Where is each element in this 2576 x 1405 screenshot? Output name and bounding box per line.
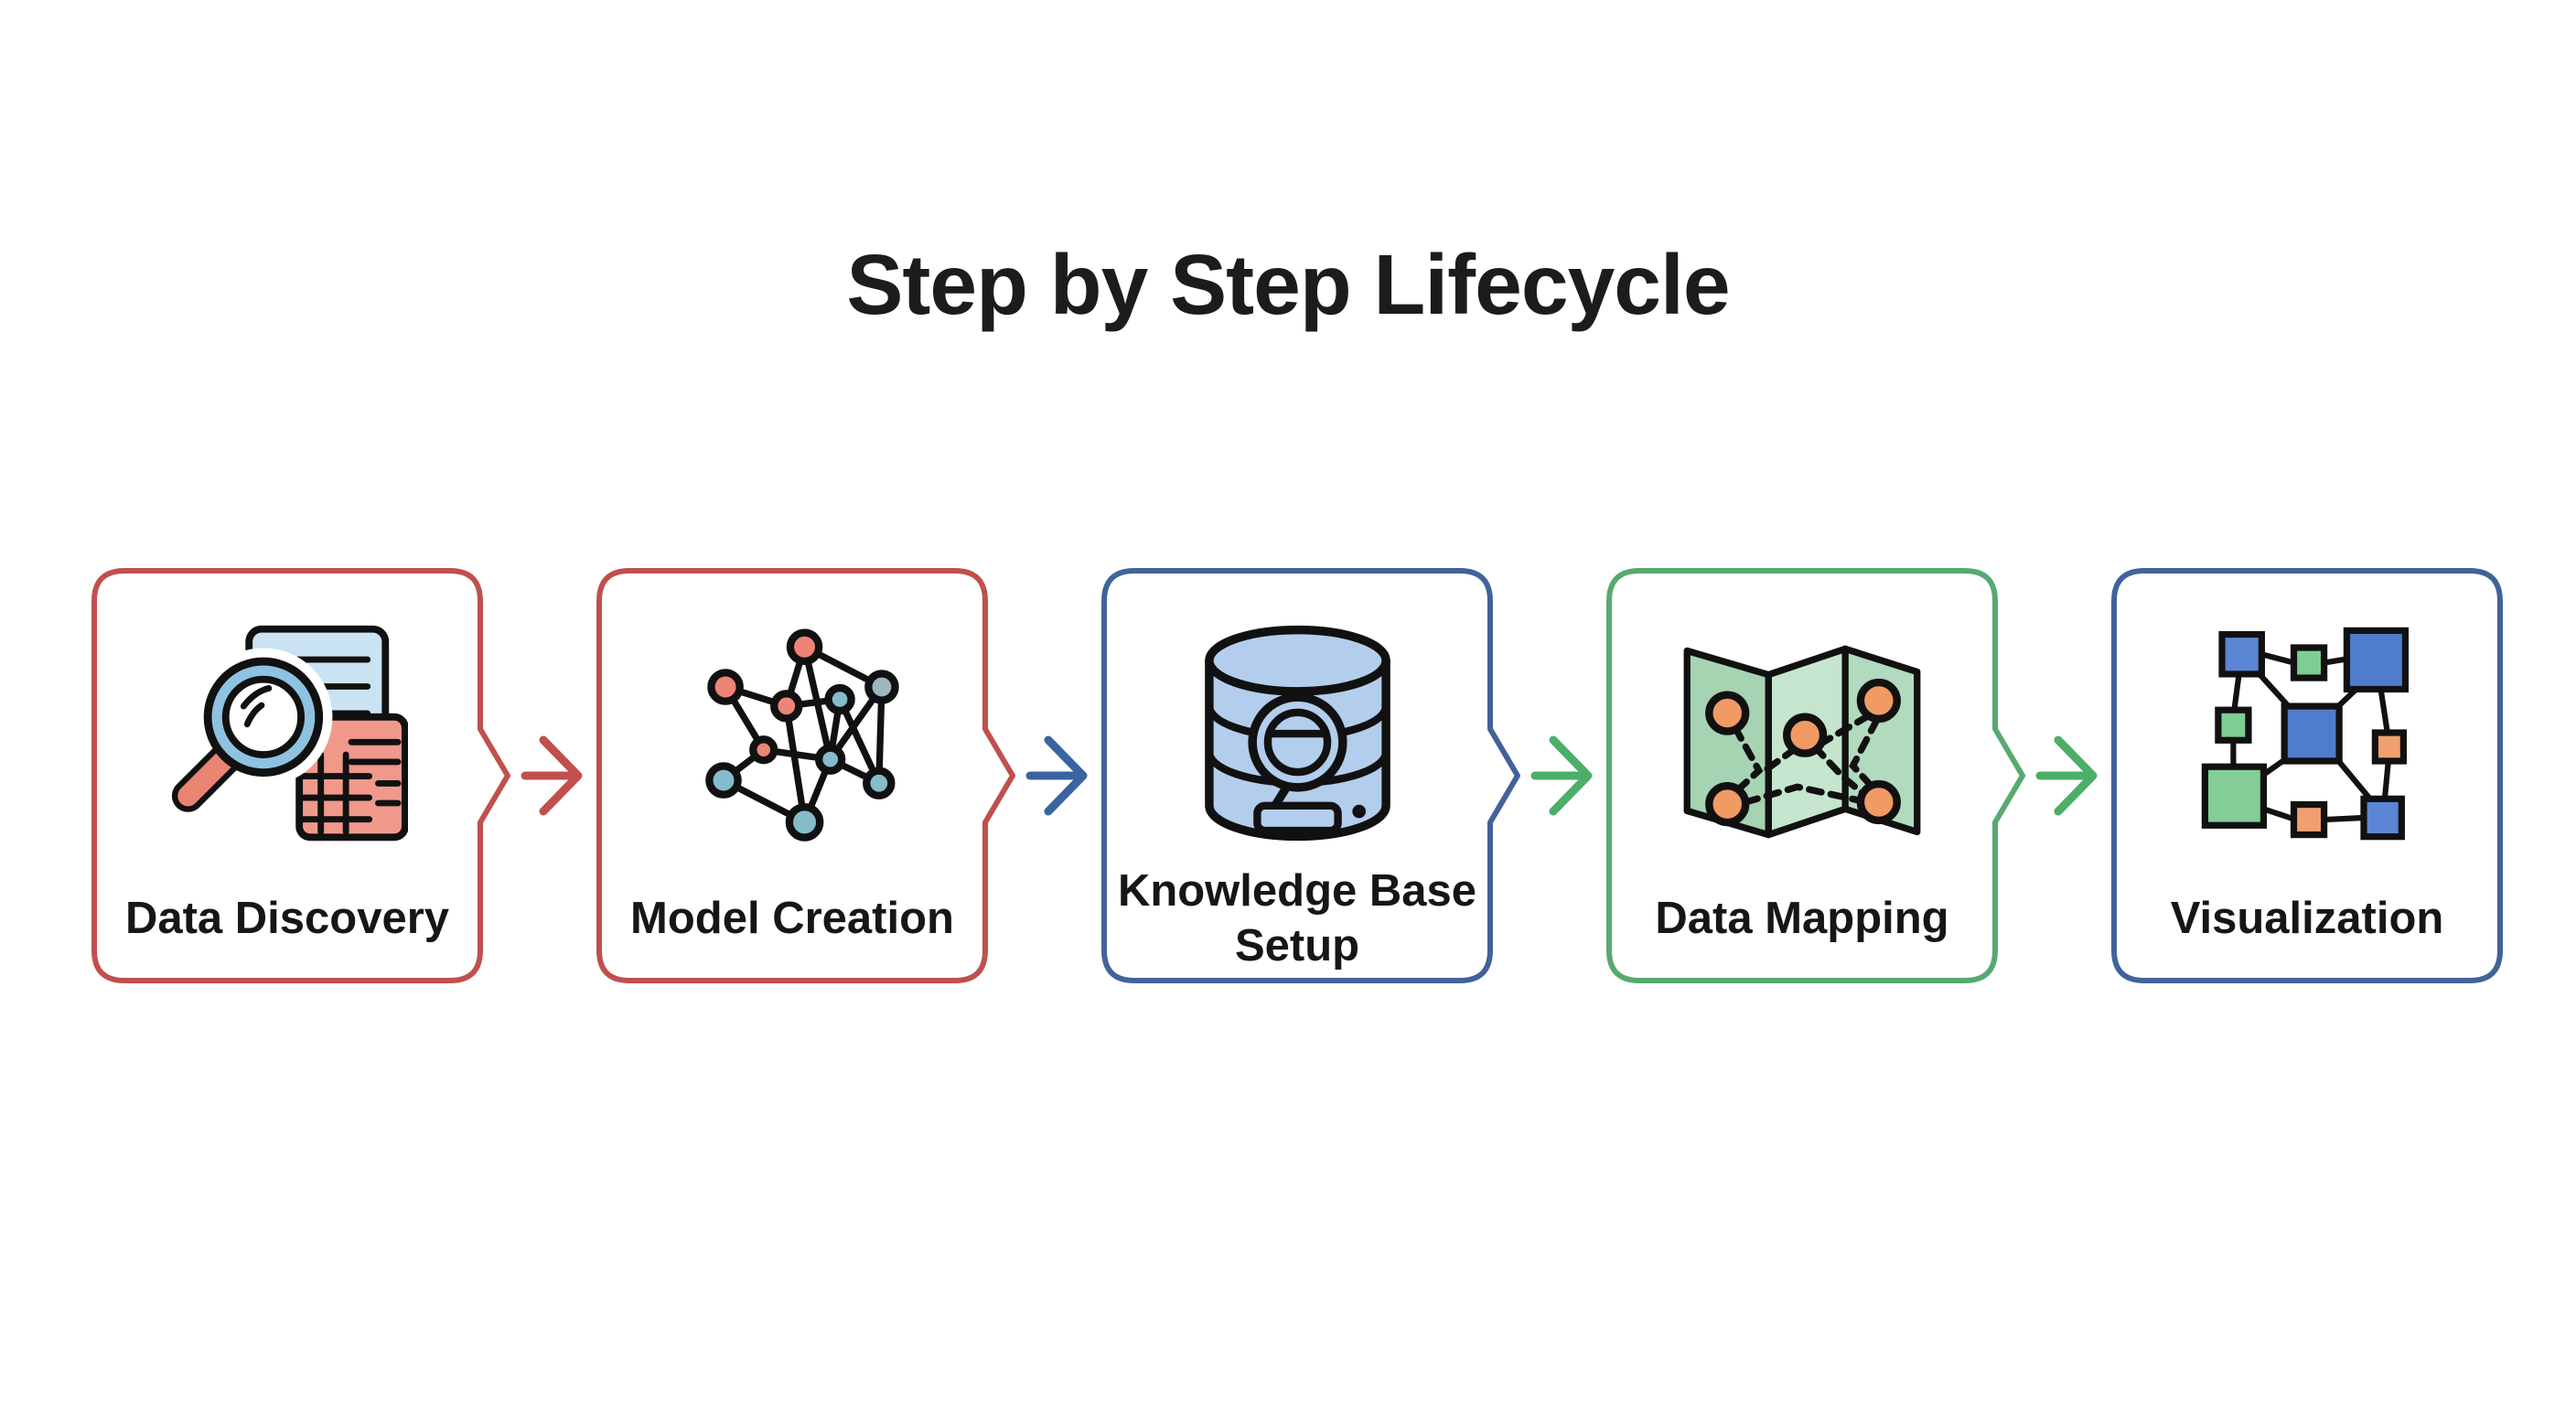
database-stand xyxy=(1252,801,1342,835)
step-card-visualization: Visualization xyxy=(2111,568,2538,983)
step-label: Visualization xyxy=(2170,894,2444,944)
folded-map-icon xyxy=(1683,646,1921,839)
step-icon-area xyxy=(596,608,988,857)
magnifier-handle xyxy=(177,747,236,806)
search-documents-icon xyxy=(171,625,409,841)
step-card-data-discovery: Data Discovery xyxy=(91,568,518,983)
magnifier-halo xyxy=(193,647,333,786)
step-icon-area xyxy=(2111,608,2503,857)
step-icon-area xyxy=(91,608,483,857)
step-card-data-mapping: Data Mapping xyxy=(1606,568,2033,983)
node-link-diagram-icon xyxy=(2201,627,2410,841)
step-icon-area xyxy=(1606,608,1998,857)
arrow-right-icon xyxy=(1530,735,1593,816)
step-label: Knowledge Base Setup xyxy=(1117,866,1477,971)
step-icon-area xyxy=(1101,608,1493,857)
card-frame xyxy=(596,568,1015,983)
step-label: Model Creation xyxy=(630,894,954,944)
arrow-right-icon xyxy=(521,735,583,816)
step-label: Data Mapping xyxy=(1655,894,1949,944)
step-card-knowledge-base-setup: Knowledge Base Setup xyxy=(1101,568,1528,983)
step-card-model-creation: Model Creation xyxy=(596,568,1023,983)
magnifier-lens xyxy=(221,675,305,758)
arrow-right-icon xyxy=(1025,735,1088,816)
step-label: Data Discovery xyxy=(124,894,450,944)
arrow-right-icon xyxy=(2035,735,2098,816)
lens-inner xyxy=(1263,708,1331,777)
network-graph-icon xyxy=(705,628,899,842)
database-search-icon xyxy=(1204,625,1390,842)
page-title: Step by Step Lifecycle xyxy=(846,237,1730,332)
